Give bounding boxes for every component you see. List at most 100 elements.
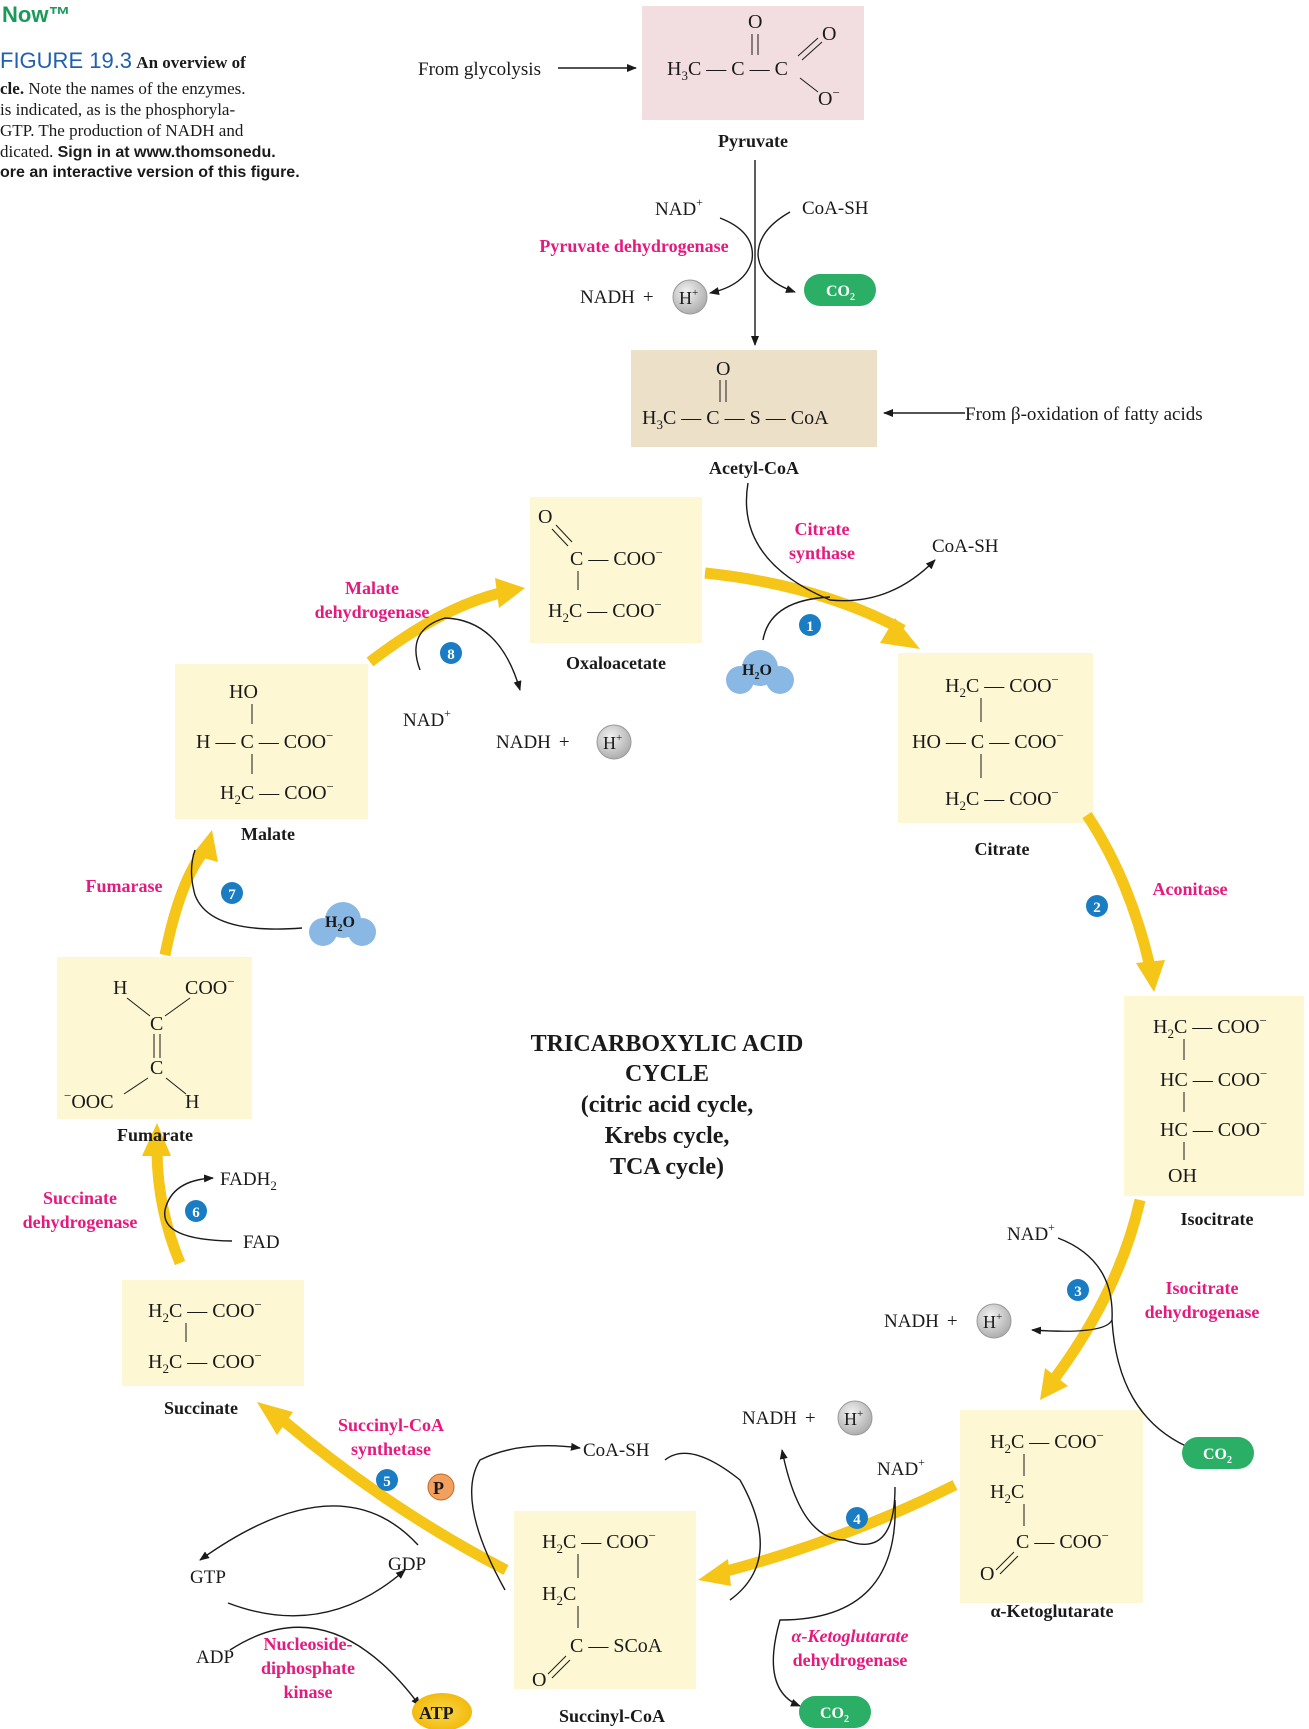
cycle-arrowhead-3 <box>1040 1368 1068 1400</box>
enzyme-labels: Pyruvate dehydrogenase Citrate synthase … <box>23 236 1260 1702</box>
fumarate-structure: H COO− C C −OOC H <box>64 974 235 1113</box>
label-acetyl-coa: Acetyl-CoA <box>709 458 799 478</box>
nad-to-nadh-arc <box>709 217 754 295</box>
nad-step8-text: NAD <box>403 710 444 731</box>
nadh-step4-text: NADH <box>742 1408 797 1429</box>
svg-text:O: O <box>748 11 762 33</box>
svg-text:O: O <box>538 506 552 528</box>
enzyme-succinate-dh-2: dehydrogenase <box>23 1212 138 1232</box>
caption-line-1: FIGURE 19.3 An overview of <box>0 50 246 73</box>
step-4-number: 4 <box>853 1512 861 1528</box>
center-title-line-2: CYCLE <box>625 1061 709 1087</box>
caption-line-2: cle. Note the names of the enzymes. <box>0 78 245 99</box>
enzyme-ndp-kinase-3: kinase <box>283 1682 332 1702</box>
h-plus-step4-text: H <box>844 1409 857 1429</box>
svg-text:C — COO−: C — COO− <box>570 545 663 570</box>
co2-pdh-text: CO <box>826 283 850 300</box>
coa-co2-arc <box>757 211 796 293</box>
label-alpha-ketoglutarate: α-Ketoglutarate <box>990 1601 1113 1621</box>
coa-sh-pdh: CoA-SH <box>802 198 869 219</box>
svg-text:H+: H+ <box>603 732 622 753</box>
co2-step3: CO2 <box>1182 1437 1254 1469</box>
center-title-line-3: (citric acid cycle, <box>581 1092 754 1118</box>
cycle-arrow-5 <box>281 1417 509 1575</box>
enzyme-malate-dh-1: Malate <box>345 578 399 598</box>
atp-text: ATP <box>419 1703 454 1723</box>
nad-pdh-text: NAD <box>655 199 696 220</box>
svg-text:HC — COO−: HC — COO− <box>1160 1116 1267 1141</box>
water-molecules: H2O H2O <box>309 650 794 946</box>
step1-water-arc <box>762 596 831 641</box>
cycle-arrowhead-2 <box>1136 960 1165 992</box>
alpha-ketoglutarate-structure: H2C — COO− H2C C — COO− O <box>980 1428 1109 1585</box>
enzyme-isocitrate-dh-1: Isocitrate <box>1166 1278 1239 1298</box>
label-succinate: Succinate <box>164 1398 238 1418</box>
enzyme-malate-dh-2: dehydrogenase <box>315 602 430 622</box>
gdp-label: GDP <box>388 1554 426 1575</box>
molecule-labels: Pyruvate Acetyl-CoA Oxaloacetate Citrate… <box>117 131 1253 1726</box>
step-badge-3: 3 <box>1067 1279 1089 1301</box>
step-badge-8: 8 <box>440 642 462 664</box>
step1-coa-arc <box>745 482 936 602</box>
svg-text:C — SCoA: C — SCoA <box>570 1635 663 1657</box>
step-7-number: 7 <box>228 887 236 903</box>
nadh-step3-text: NADH <box>884 1311 939 1332</box>
svg-text:O: O <box>822 23 836 45</box>
nadh-pdh: NADH+ <box>580 287 654 308</box>
step-badge-1: 1 <box>799 614 821 636</box>
svg-text:CO2: CO2 <box>820 1705 849 1725</box>
enzyme-citrate-synthase-2: synthase <box>789 543 855 563</box>
h-plus-pdh-text: H <box>679 288 692 308</box>
pyruvate-box <box>642 6 864 120</box>
gdp-to-gtp-arc <box>199 1505 419 1561</box>
svg-text:COO−: COO− <box>185 974 235 999</box>
reaction-arrows <box>164 64 1196 1707</box>
from-beta-oxidation-label: From β-oxidation of fatty acids <box>965 404 1203 425</box>
enzyme-ndp-kinase-2: diphosphate <box>261 1658 355 1678</box>
svg-text:−OOC: −OOC <box>64 1088 114 1113</box>
svg-text:H3C — C — C: H3C — C — C <box>667 58 788 83</box>
acetyl-coa-structure: O H3C — C — S — CoA <box>642 358 829 432</box>
nad-step4: NAD+ <box>877 1455 925 1480</box>
svg-text:O: O <box>716 358 730 380</box>
svg-text:C — COO−: C — COO− <box>1016 1528 1109 1553</box>
svg-text:OH: OH <box>1168 1165 1197 1187</box>
step5-coa-arc-right <box>664 1452 761 1601</box>
step-badge-4: 4 <box>846 1507 868 1529</box>
enzyme-akg-dh-1: α-Ketoglutarate <box>792 1626 909 1646</box>
coa-sh-step1: CoA-SH <box>932 536 999 557</box>
cycle-arrowhead-6 <box>142 1123 171 1156</box>
svg-text:H+: H+ <box>983 1311 1002 1332</box>
coa-sh-step5: CoA-SH <box>583 1440 650 1461</box>
label-citrate: Citrate <box>975 839 1030 859</box>
label-fumarate: Fumarate <box>117 1125 193 1145</box>
svg-text:H2C — COO−: H2C — COO− <box>148 1348 262 1376</box>
svg-text:O: O <box>980 1563 994 1585</box>
svg-text:H3C — C — S — CoA: H3C — C — S — CoA <box>642 407 829 432</box>
isocitrate-structure: H2C — COO− HC — COO− HC — COO− OH <box>1153 1013 1267 1187</box>
nadh-step8: NADH+ <box>496 732 570 753</box>
svg-text:CO2: CO2 <box>826 283 855 303</box>
svg-text:H2C: H2C <box>990 1481 1024 1506</box>
h-plus-pdh: H+ <box>672 279 708 315</box>
h-plus-step4: H+ <box>837 1400 873 1436</box>
svg-text:H+: H+ <box>844 1408 863 1429</box>
svg-text:HO: HO <box>229 681 258 703</box>
nadh-step3: NADH+ <box>884 1311 958 1332</box>
fad-to-fadh2-arc <box>164 1174 233 1242</box>
enzyme-fumarase: Fumarase <box>86 876 163 896</box>
caption-line-4: GTP. The production of NADH and <box>0 121 244 140</box>
enzyme-aconitase: Aconitase <box>1153 879 1228 899</box>
nadh-pdh-text: NADH <box>580 287 635 308</box>
svg-text:C: C <box>150 1057 163 1079</box>
svg-text:H: H <box>185 1091 199 1113</box>
cycle-arrow-1 <box>704 567 906 635</box>
caption-line-5: dicated. Sign in at www.thomsonedu. <box>0 141 276 163</box>
enzyme-succinate-dh-1: Succinate <box>43 1188 117 1208</box>
svg-text:H — C — COO−: H — C — COO− <box>196 728 333 753</box>
cofactor-labels: NAD+ CoA-SH NADH+ CoA-SH NAD+ NADH+ NAD+… <box>190 195 1055 1668</box>
alpha-ketoglutarate-box <box>960 1410 1143 1603</box>
svg-text:HC — COO−: HC — COO− <box>1160 1066 1267 1091</box>
